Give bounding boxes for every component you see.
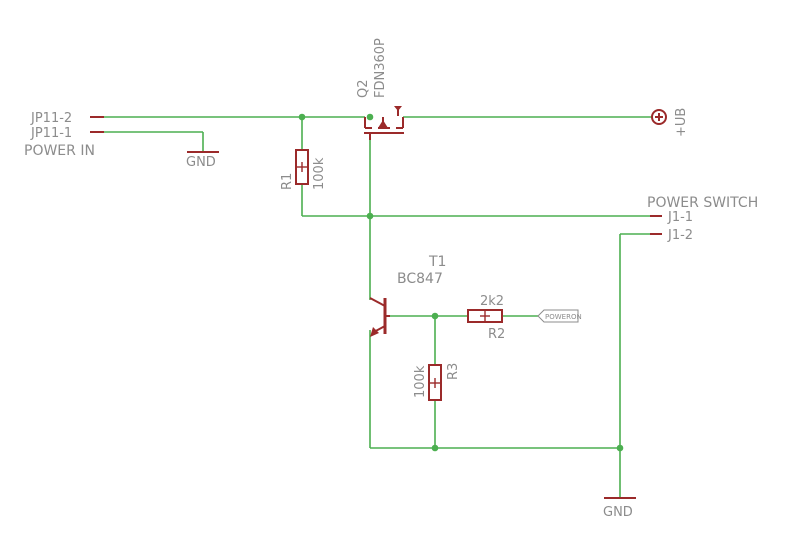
label-r3-value: 100k	[413, 365, 428, 398]
resistor-r3-icon	[428, 364, 442, 401]
mosfet-q2-icon	[364, 106, 404, 140]
junction-top-mosfet	[366, 113, 374, 121]
label-ub: +UB	[674, 108, 689, 137]
label-gnd-top: GND	[186, 155, 216, 170]
connector-pins	[90, 116, 662, 235]
resistor-r2-icon	[467, 309, 503, 323]
label-jp11-1: JP11-1	[30, 126, 72, 141]
label-r1-value: 100k	[312, 157, 327, 190]
junction-r3-bottom	[431, 444, 439, 452]
label-t1-value: BC847	[397, 271, 443, 287]
resistor-r1-icon	[295, 149, 309, 185]
junction-base	[431, 312, 439, 320]
text-labels: JP11-2 JP11-1 POWER IN GND Q2 FDN360P +U…	[24, 38, 758, 520]
label-j1-1: J1-1	[667, 210, 693, 225]
label-jp11-2: JP11-2	[30, 111, 72, 126]
junction-gnd-bus	[616, 444, 624, 452]
label-power-switch: POWER SWITCH	[647, 195, 758, 211]
wires	[100, 116, 652, 498]
label-poweron: POWERON	[545, 313, 582, 321]
junction-top-r1	[298, 113, 306, 121]
label-q2-value: FDN360P	[373, 38, 388, 98]
label-power-in: POWER IN	[24, 143, 95, 159]
transistor-t1-icon	[369, 297, 390, 337]
label-r2-value: 2k2	[480, 294, 504, 309]
label-r1-name: R1	[280, 173, 295, 190]
junctions	[298, 113, 624, 452]
supply-ub-icon	[651, 109, 667, 125]
label-gnd-bottom: GND	[603, 505, 633, 520]
label-t1-name: T1	[428, 254, 446, 270]
junction-gate	[366, 212, 374, 220]
label-q2-name: Q2	[356, 79, 371, 98]
label-j1-2: J1-2	[667, 228, 693, 243]
poweron-net-label	[537, 309, 579, 323]
label-r3-name: R3	[446, 363, 461, 380]
label-r2-name: R2	[488, 327, 505, 342]
